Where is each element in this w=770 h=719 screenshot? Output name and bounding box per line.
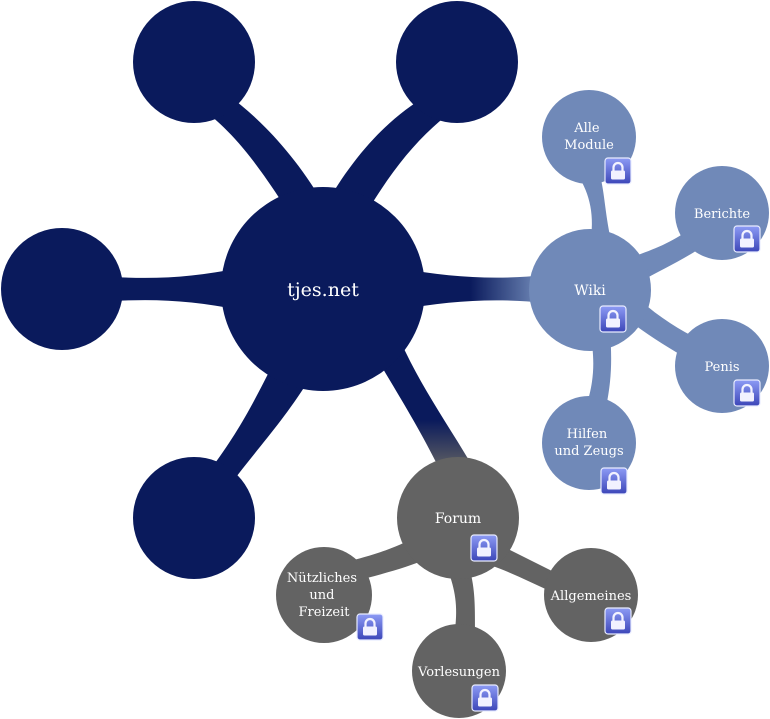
forum-child-allgemeines-label: Allgemeines: [550, 589, 632, 604]
connector-wiki-hilfen: [585, 330, 612, 412]
wiki-child-alle-module[interactable]: Alle Module: [542, 90, 636, 185]
wiki-child-alle-module-label: Alle Module: [564, 121, 614, 153]
satellite-node-bottom-left[interactable]: [133, 457, 255, 579]
lock-icon: [604, 157, 632, 185]
satellite-node-top-left[interactable]: [133, 1, 255, 123]
forum-child-nuetzliches-und-freizeit[interactable]: Nützliches und Freizeit: [276, 547, 384, 643]
connector-center-forum: [375, 340, 470, 470]
connector-forum-allgemeines: [490, 545, 560, 592]
wiki-child-hilfen-und-zeugs-label: Hilfen und Zeugs: [554, 427, 623, 459]
forum-node[interactable]: Forum: [397, 457, 519, 579]
lock-icon: [356, 613, 384, 641]
forum-child-nuetzliches-label: Nützliches und Freizeit: [287, 571, 361, 620]
lock-icon: [471, 684, 499, 712]
wiki-child-penis-label: Penis: [704, 360, 739, 375]
lock-icon: [733, 225, 761, 253]
center-node-label: tjes.net: [287, 279, 359, 301]
connector-center-wiki: [400, 268, 545, 310]
satellite-node-left[interactable]: [1, 228, 123, 350]
lock-icon: [470, 534, 498, 562]
wiki-child-berichte[interactable]: Berichte: [675, 166, 769, 260]
connector-wiki-alle-module: [578, 175, 612, 245]
lock-icon: [600, 467, 628, 495]
connectors: [100, 95, 705, 630]
forum-child-vorlesungen[interactable]: Vorlesungen: [412, 624, 506, 718]
lock-icon: [733, 379, 761, 407]
forum-child-allgemeines[interactable]: Allgemeines: [544, 548, 638, 642]
lock-icon: [604, 607, 632, 635]
wiki-child-hilfen-und-zeugs[interactable]: Hilfen und Zeugs: [542, 396, 636, 495]
satellite-node-top-right[interactable]: [396, 1, 518, 123]
center-node[interactable]: tjes.net: [221, 187, 425, 391]
wiki-node-label: Wiki: [574, 283, 606, 299]
forum-child-vorlesungen-label: Vorlesungen: [417, 665, 501, 680]
lock-icon: [599, 305, 627, 333]
connector-forum-vorlesungen: [448, 570, 475, 630]
wiki-child-penis[interactable]: Penis: [675, 319, 769, 413]
connector-center-left: [100, 268, 240, 310]
wiki-node[interactable]: Wiki: [529, 229, 651, 351]
forum-node-label: Forum: [435, 511, 481, 527]
wiki-child-berichte-label: Berichte: [694, 207, 750, 222]
